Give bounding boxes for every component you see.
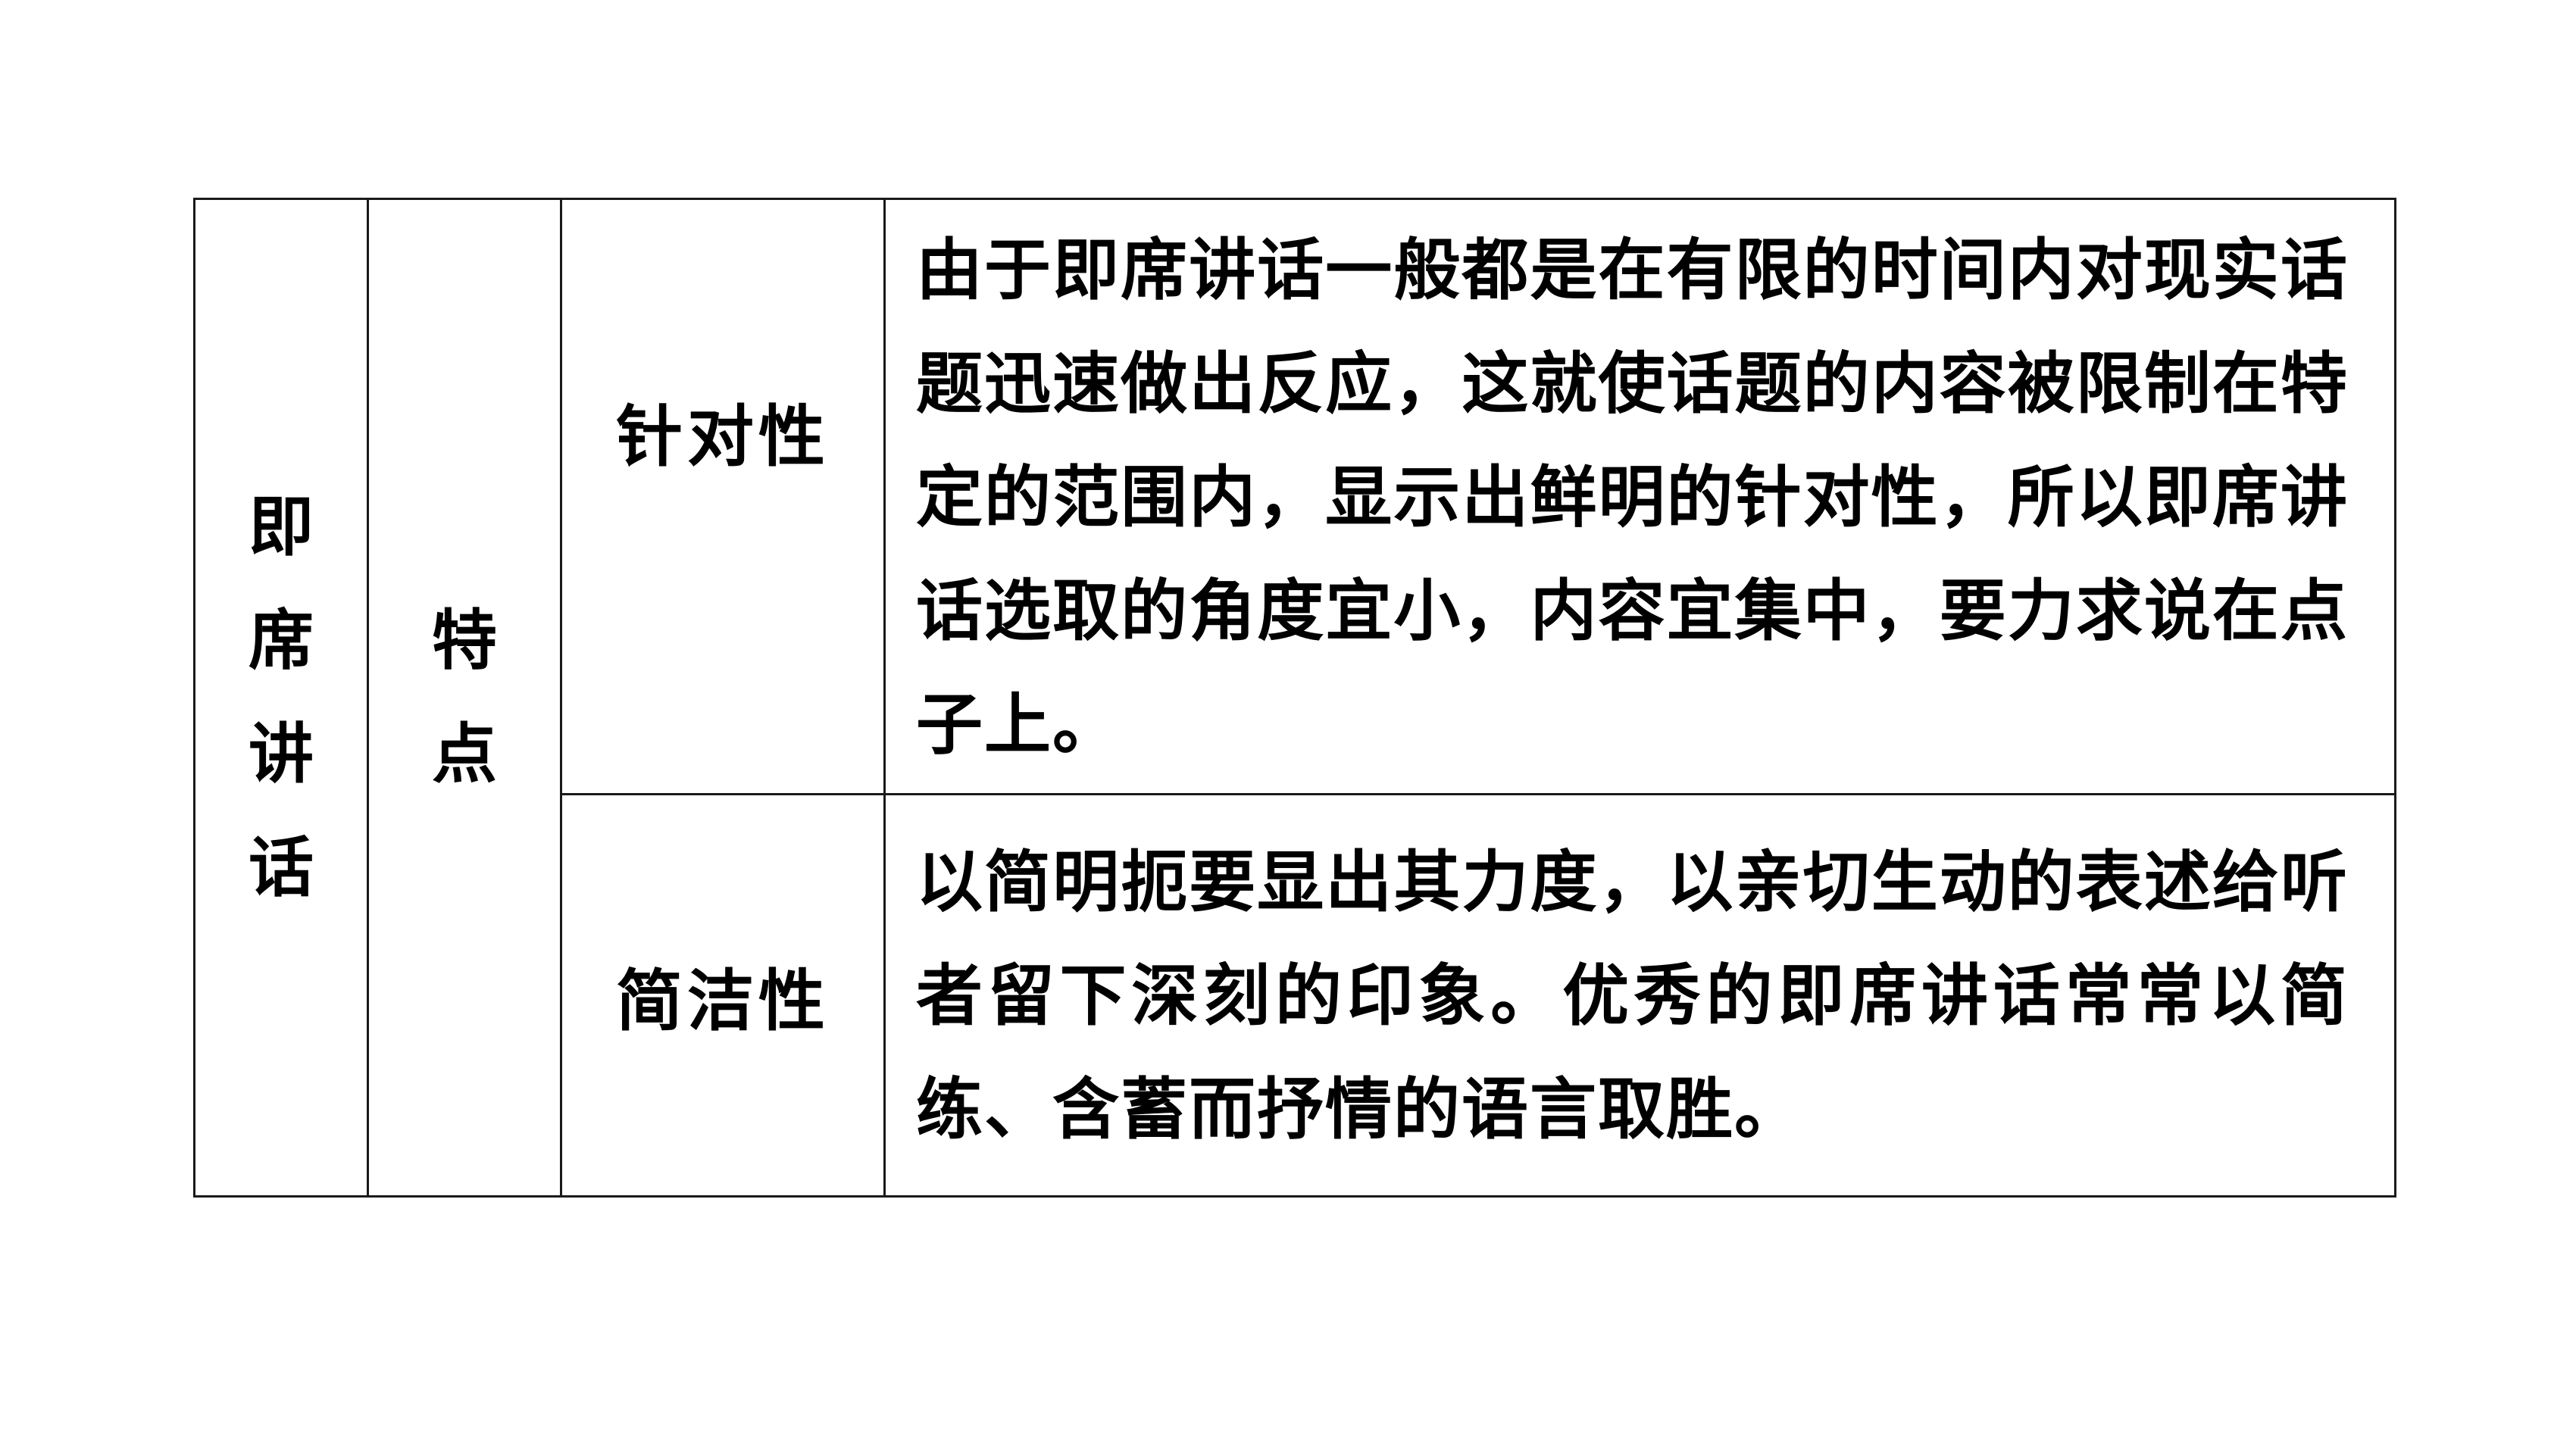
- aspect-char: 特: [432, 602, 497, 679]
- table-row: 简洁性 以简明扼要显出其力度，以亲切生动的表述给听者留下深刻的印象。优秀的即席讲…: [195, 793, 2396, 1198]
- aspect-char: 点: [432, 716, 497, 792]
- topic-char: 席: [249, 602, 314, 679]
- topic-char: 讲: [249, 716, 314, 792]
- description-concise: 以简明扼要显出其力度，以亲切生动的表述给听者留下深刻的印象。优秀的即席讲话常常以…: [916, 842, 2349, 1148]
- topic-char: 话: [249, 829, 314, 906]
- content-table: 即 席 讲 话 特 点 针对性 由于即席讲话一般都是在有限的时间内对现实话题迅速…: [193, 198, 2396, 1198]
- aspect-label: 特 点: [369, 584, 560, 811]
- topic-label: 即 席 讲 话: [195, 470, 367, 925]
- description-cell: 以简明扼要显出其力度，以亲切生动的表述给听者留下深刻的印象。优秀的即席讲话常常以…: [883, 793, 2396, 1198]
- description-targeted: 由于即席讲话一般都是在有限的时间内对现实话题迅速做出反应，这就使话题的内容被限制…: [916, 230, 2349, 764]
- table-row: 即 席 讲 话 特 点 针对性 由于即席讲话一般都是在有限的时间内对现实话题迅速…: [193, 198, 2396, 1198]
- topic-cell: 即 席 讲 话: [193, 198, 369, 1198]
- description-cell: 由于即席讲话一般都是在有限的时间内对现实话题迅速做出反应，这就使话题的内容被限制…: [883, 198, 2396, 795]
- trait-label-targeted: 针对性: [615, 396, 830, 476]
- trait-label-concise: 简洁性: [615, 960, 830, 1040]
- trait-cell: 简洁性: [560, 793, 886, 1198]
- aspect-cell: 特 点: [367, 198, 562, 1198]
- trait-cell: 针对性: [560, 198, 886, 795]
- topic-char: 即: [249, 489, 314, 565]
